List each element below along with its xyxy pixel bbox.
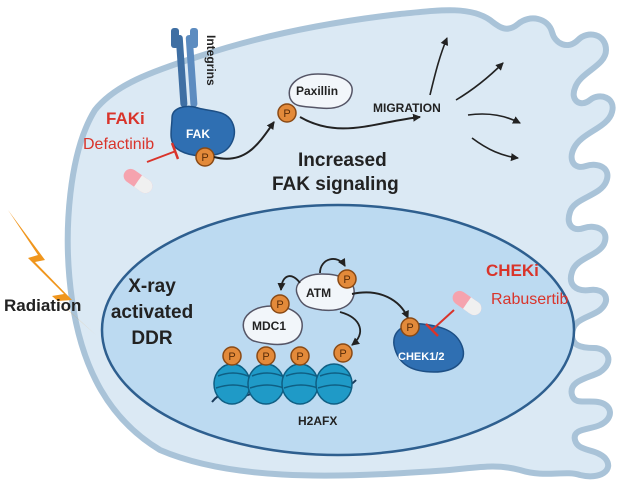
svg-text:P: P xyxy=(228,351,235,363)
svg-text:P: P xyxy=(283,108,290,120)
phospho-badge-h2afx-4: P xyxy=(333,343,353,363)
xray-label-line1: X-ray xyxy=(128,276,176,297)
migration-label: MIGRATION xyxy=(373,101,441,115)
migration-arrow-4 xyxy=(471,137,519,162)
atm-label: ATM xyxy=(306,286,331,300)
nucleosome-icon xyxy=(247,363,285,405)
phospho-badge-fak: P xyxy=(195,147,215,167)
arrow-atm-to-h2afx xyxy=(339,311,362,346)
phospho-badge-paxillin: P xyxy=(277,103,297,123)
integrins-label: Integrins xyxy=(204,35,218,86)
increased-label-line1: Increased xyxy=(298,150,387,171)
phospho-badge-mdc1: P xyxy=(270,294,290,314)
svg-text:P: P xyxy=(406,322,413,334)
defactinib-label: Defactinib xyxy=(83,136,154,153)
radiation-label: Radiation xyxy=(4,296,81,315)
rabusertib-pill-icon xyxy=(452,290,482,316)
paxillin-label: Paxillin xyxy=(296,84,338,98)
rabusertib-label: Rabusertib xyxy=(491,291,568,308)
nucleosome-icon xyxy=(213,363,251,405)
xray-label-line3: DDR xyxy=(131,328,172,349)
nucleosome-icon xyxy=(281,363,319,405)
svg-text:P: P xyxy=(296,351,303,363)
svg-text:P: P xyxy=(262,351,269,363)
chek-inhibition-bar-icon xyxy=(425,309,455,337)
phospho-badge-atm: P xyxy=(337,269,357,289)
increased-label-line2: FAK signaling xyxy=(272,174,399,195)
fak-label: FAK xyxy=(186,127,210,141)
nucleosome-icon xyxy=(315,363,353,405)
paxillin-protein xyxy=(288,73,353,110)
nucleus xyxy=(100,203,576,457)
phospho-badge-h2afx-2: P xyxy=(256,346,276,366)
phospho-badge-h2afx-1: P xyxy=(222,346,242,366)
arrow-atm-to-mdc1 xyxy=(277,275,301,291)
arrow-paxillin-to-migration xyxy=(299,113,421,130)
xray-label-line2: activated xyxy=(111,302,193,323)
phospho-badge-chek: P xyxy=(400,317,420,337)
mdc1-label: MDC1 xyxy=(252,319,286,333)
lightning-bolt-icon xyxy=(8,210,96,335)
arrow-fak-to-paxillin xyxy=(213,121,275,160)
h2afx-label: H2AFX xyxy=(298,414,337,428)
migration-arrow-1 xyxy=(429,37,449,96)
fak-inhibition-bar-icon xyxy=(146,142,180,163)
migration-arrow-2 xyxy=(455,62,504,101)
svg-text:P: P xyxy=(339,348,346,360)
migration-arrow-3 xyxy=(467,113,521,124)
cheki-label: CHEKi xyxy=(486,261,539,280)
integrins-receptor xyxy=(171,28,198,107)
atm-autophosphorylation-arrow xyxy=(319,257,346,274)
arrow-atm-to-chek xyxy=(351,291,409,319)
svg-text:P: P xyxy=(276,299,283,311)
chek12-label: CHEK1/2 xyxy=(398,351,444,363)
defactinib-pill-icon xyxy=(123,168,153,194)
phospho-badge-h2afx-3: P xyxy=(290,346,310,366)
mdc1-protein xyxy=(242,305,303,346)
svg-text:P: P xyxy=(201,152,208,164)
faki-label: FAKi xyxy=(106,109,145,128)
svg-text:P: P xyxy=(343,274,350,286)
